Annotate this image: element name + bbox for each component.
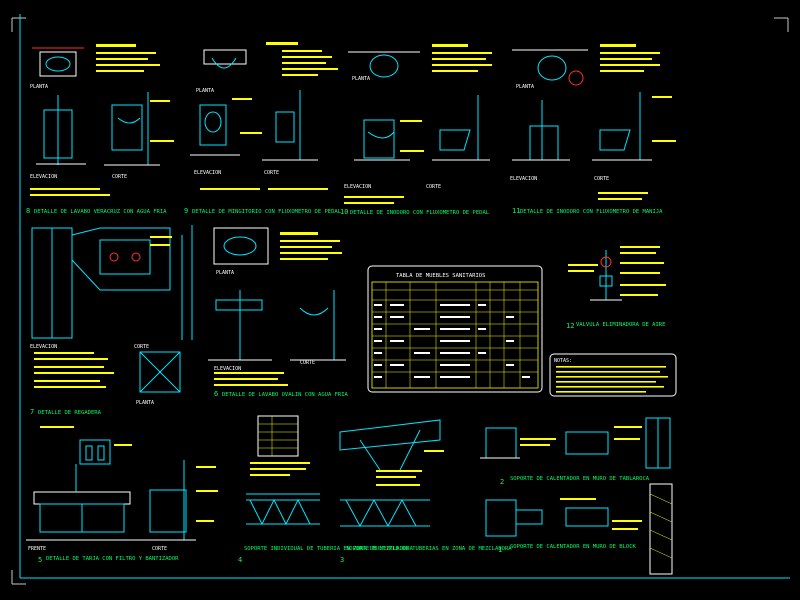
- detail-2-notes: [520, 426, 642, 446]
- detail-7-number: 7: [30, 408, 34, 416]
- detail-7-view-elevacion: ELEVACION: [30, 344, 57, 350]
- detail-5-notes: [40, 426, 218, 522]
- detail-10-title: DETALLE DE INODORO CON FLUXOMETRO DE PED…: [350, 210, 490, 216]
- detail-1-title: SOPORTE DE CALENTADOR EN MURO DE BLOCK: [510, 544, 637, 550]
- detail-3-title: SOPORTE MULTIPLE DE TUBERIAS EN ZONA DE …: [346, 546, 512, 552]
- detail-2-drawing: [480, 417, 671, 469]
- detail-1-notes: [560, 498, 642, 530]
- detail-6-view-elevacion: ELEVACION: [214, 366, 241, 372]
- detail-5-number: 5: [38, 556, 42, 564]
- detail-9-view-corte: CORTE: [264, 170, 279, 176]
- detail-10-number: 10: [340, 208, 348, 216]
- detail-10-view-elevacion: ELEVACION: [344, 184, 371, 190]
- detail-7-view-corte: CORTE: [134, 344, 149, 350]
- detail-12-notes: [568, 246, 666, 296]
- detail-8-view-elevacion: ELEVACION: [30, 174, 57, 180]
- detail-11-view-planta: PLANTA: [516, 84, 534, 90]
- detail-4-title: SOPORTE INDIVIDUAL DE TUBERIA EN ZONA DE…: [244, 546, 414, 552]
- detail-4-notes: [250, 462, 310, 476]
- detail-11-view-elevacion: ELEVACION: [510, 176, 537, 182]
- detail-10-view-planta: PLANTA: [352, 76, 370, 82]
- detail-11-drawing: [512, 49, 652, 161]
- detail-3-drawing: [339, 419, 441, 528]
- detail-8-drawing: [32, 47, 160, 166]
- detail-12-number: 12: [566, 322, 574, 330]
- detail-7-drawing: [31, 225, 193, 393]
- detail-6-drawing: [208, 227, 346, 361]
- notes-title: NOTAS:: [554, 358, 572, 364]
- detail-11-number: 11: [512, 207, 520, 215]
- detail-1-number: 1: [498, 546, 502, 554]
- detail-6-notes: [214, 232, 342, 386]
- detail-1-drawing: [485, 483, 673, 575]
- detail-5-drawing: [26, 439, 196, 541]
- detail-7-view-planta: PLANTA: [136, 400, 154, 406]
- detail-11-title: DETALLE DE INODORO CON FLUXOMETRO DE MAN…: [520, 209, 663, 215]
- detail-5-view-corte: CORTE: [152, 546, 167, 552]
- detail-2-title: SOPORTE DE CALENTADOR EN MURO DE TABLARO…: [510, 476, 650, 482]
- detail-6-view-corte: CORTE: [300, 360, 315, 366]
- detail-9-notes: [200, 42, 338, 190]
- detail-5-title: DETALLE DE TARJA CON FILTRO Y BANTIZADOR: [46, 556, 179, 562]
- detail-3-number: 3: [340, 556, 344, 564]
- notes-box: [549, 353, 677, 397]
- detail-6-title: DETALLE DE LAVABO OVALIN CON AGUA FRIA: [222, 392, 349, 398]
- detail-3-notes: [376, 450, 444, 486]
- detail-11-view-corte: CORTE: [594, 176, 609, 182]
- detail-10-notes: [344, 44, 492, 204]
- detail-9-view-elevacion: ELEVACION: [194, 170, 221, 176]
- detail-11-notes: [598, 44, 676, 200]
- detail-9-drawing: [190, 49, 318, 161]
- sheet-frame: [11, 17, 789, 585]
- detail-8-view-planta: PLANTA: [30, 84, 48, 90]
- detail-9-view-planta: PLANTA: [196, 88, 214, 94]
- detail-8-view-corte: CORTE: [112, 174, 127, 180]
- detail-2-number: 2: [500, 478, 504, 486]
- detail-4-drawing: [246, 415, 320, 526]
- detail-6-view-planta: PLANTA: [216, 270, 234, 276]
- detail-7-title: DETALLE DE REGADERA: [38, 410, 102, 416]
- detail-9-title: DETALLE DE MINGITORIO CON FLUXOMETRO DE …: [192, 209, 342, 215]
- detail-7-notes: [34, 236, 172, 388]
- detail-8-notes: [30, 44, 174, 196]
- detail-10-view-corte: CORTE: [426, 184, 441, 190]
- detail-12-drawing: [590, 250, 622, 301]
- detail-12-title: VALVULA ELIMINADORA DE AIRE: [576, 322, 665, 328]
- fixtures-table: [367, 265, 543, 393]
- detail-8-number: 8: [26, 207, 30, 215]
- detail-8-title: DETALLE DE LAVABO VERACRUZ CON AGUA FRIA: [34, 209, 167, 215]
- detail-10-drawing: [348, 51, 490, 161]
- detail-5-view-frente: FRENTE: [28, 546, 46, 552]
- detail-6-number: 6: [214, 390, 218, 398]
- fixtures-table-title: TABLA DE MUEBLES SANITARIOS: [396, 273, 485, 279]
- detail-4-number: 4: [238, 556, 242, 564]
- detail-9-number: 9: [184, 207, 188, 215]
